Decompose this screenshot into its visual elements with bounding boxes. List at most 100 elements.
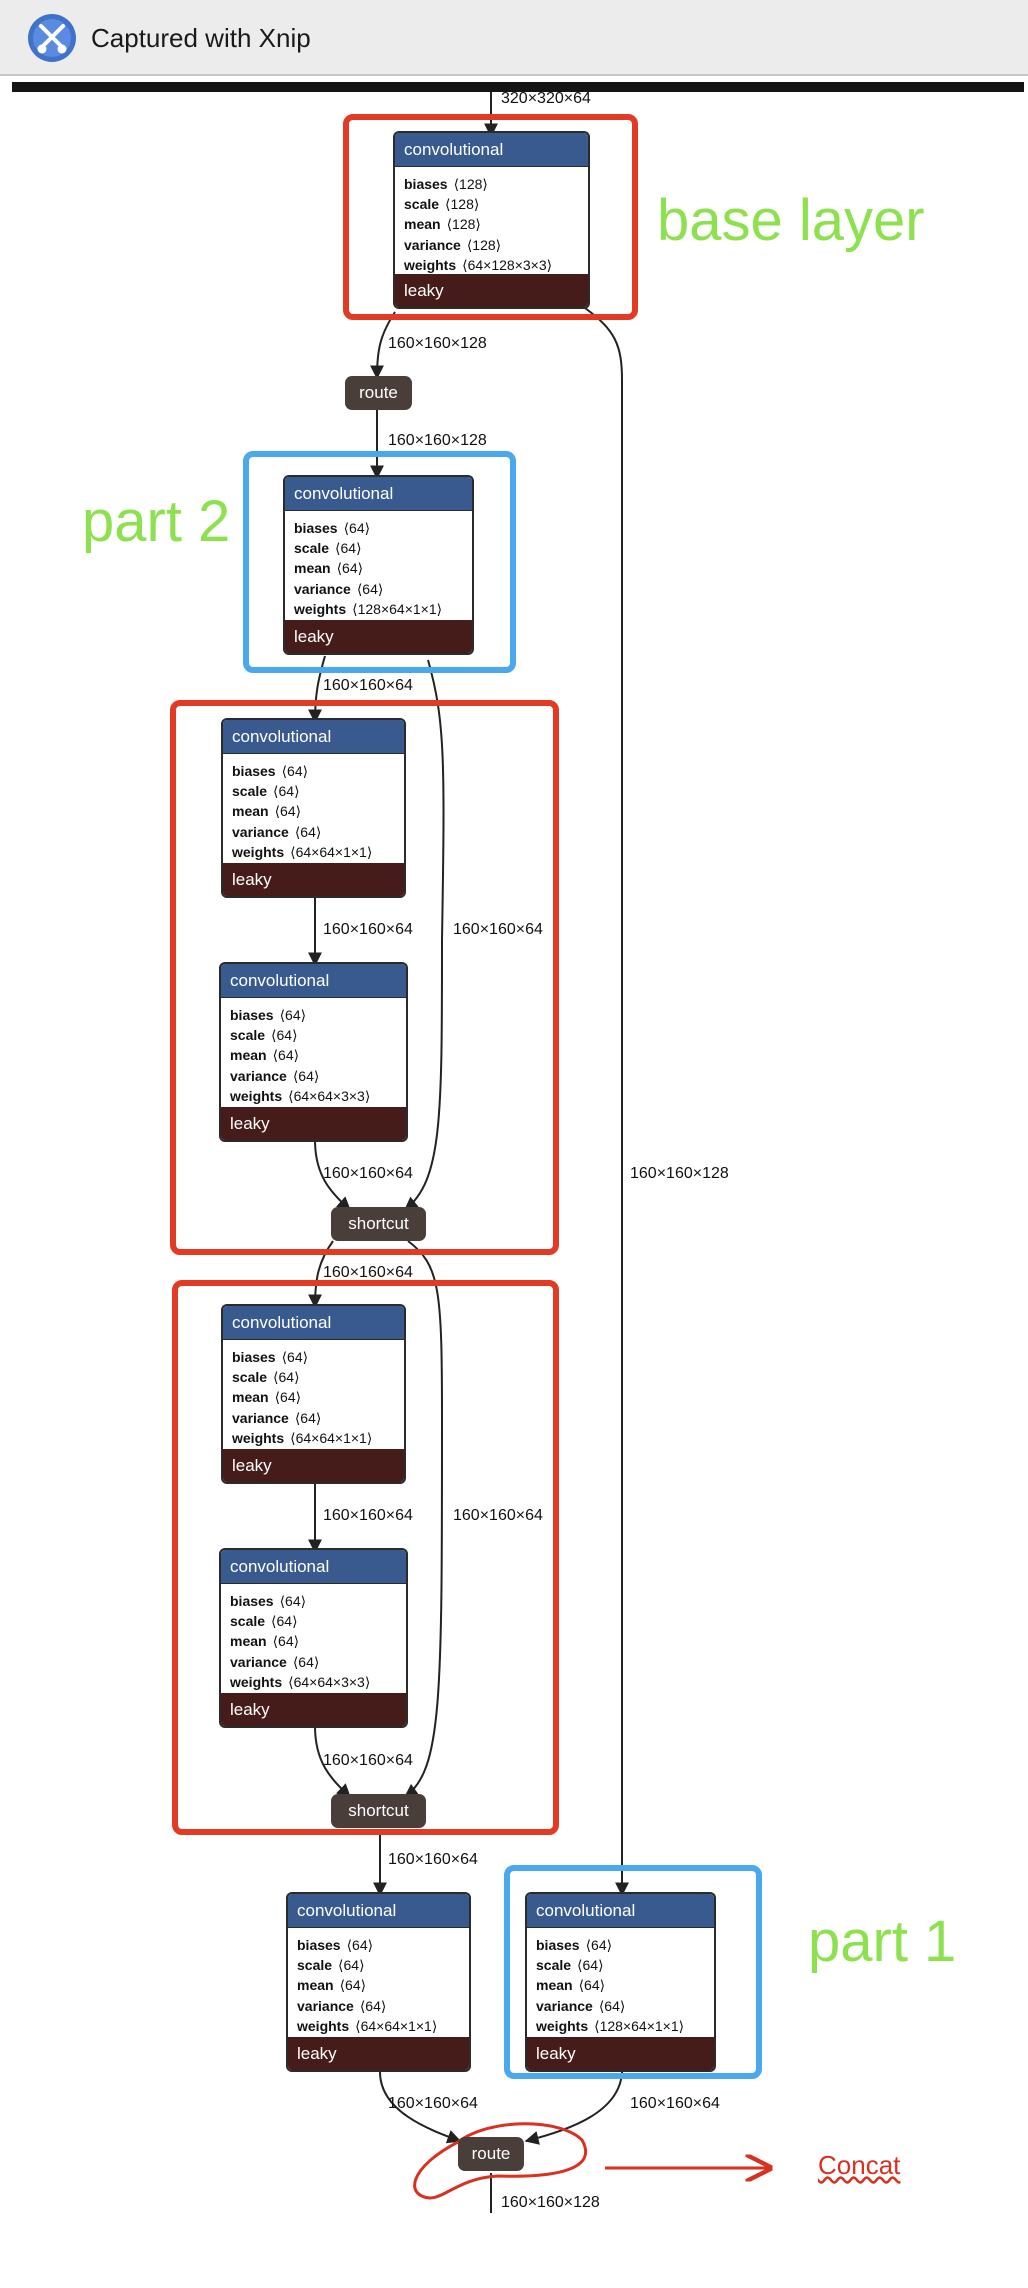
- node-attributes: biases⟨64⟩ scale⟨64⟩ mean⟨64⟩ variance⟨6…: [221, 998, 406, 1106]
- attr-row: scale⟨64⟩: [232, 1369, 300, 1386]
- attr-row: scale⟨64⟩: [294, 540, 362, 557]
- attr-row: variance⟨64⟩: [232, 1409, 322, 1426]
- node-attributes: biases⟨64⟩ scale⟨64⟩ mean⟨64⟩ variance⟨6…: [221, 1584, 406, 1692]
- attr-row: biases⟨64⟩: [230, 1593, 307, 1609]
- node-activation: leaky: [288, 2037, 469, 2070]
- dense-block1-box: [170, 700, 559, 1255]
- concat-annotation: Concat: [818, 2150, 901, 2180]
- edge-label: 160×160×64: [453, 1507, 543, 1524]
- edge-conv6-shortcut2: [314, 1725, 352, 1798]
- node-conv8[interactable]: convolutional biases⟨64⟩ scale⟨64⟩ mean⟨…: [525, 1892, 716, 2072]
- attr-row: biases⟨64⟩: [230, 1007, 307, 1023]
- attr-row: biases⟨64⟩: [232, 763, 309, 779]
- attr-row: scale⟨64⟩: [230, 1613, 298, 1630]
- node-conv2[interactable]: convolutional biases⟨64⟩ scale⟨64⟩ mean⟨…: [283, 475, 474, 655]
- attr-row: scale⟨128⟩: [404, 196, 480, 213]
- attr-row: weights⟨64×64×3×3⟩: [230, 1087, 371, 1104]
- edge-label: 160×160×128: [501, 2194, 600, 2211]
- attr-row: mean⟨64⟩: [294, 560, 364, 577]
- attr-row: scale⟨64⟩: [232, 783, 300, 800]
- edge-label: 160×160×64: [388, 2095, 478, 2112]
- node-type: convolutional: [527, 1894, 714, 1928]
- edge-label: 160×160×64: [323, 1752, 413, 1769]
- edge-label: 160×160×64: [323, 677, 413, 694]
- node-route2[interactable]: route: [458, 2137, 524, 2171]
- edge-conv2-shortcut1: [403, 659, 445, 1211]
- node-activation: leaky: [527, 2037, 714, 2070]
- edge-label: 160×160×64: [323, 1165, 413, 1182]
- title-bar: Captured with Xnip: [0, 0, 1028, 76]
- node-type: convolutional: [285, 477, 472, 511]
- edge-label: 160×160×64: [630, 2095, 720, 2112]
- attr-row: biases⟨64⟩: [294, 520, 371, 536]
- edge-label: 160×160×128: [630, 1165, 729, 1182]
- node-type: convolutional: [223, 1306, 404, 1340]
- attr-row: mean⟨128⟩: [404, 216, 481, 233]
- attr-row: weights⟨128×64×1×1⟩: [294, 600, 443, 617]
- attr-row: biases⟨128⟩: [404, 176, 488, 192]
- node-conv4[interactable]: convolutional biases⟨64⟩ scale⟨64⟩ mean⟨…: [219, 962, 408, 1142]
- node-conv6[interactable]: convolutional biases⟨64⟩ scale⟨64⟩ mean⟨…: [219, 1548, 408, 1728]
- node-route1[interactable]: route: [345, 376, 412, 410]
- edge-conv8-route2: [524, 2071, 623, 2145]
- attr-row: mean⟨64⟩: [230, 1047, 300, 1064]
- edge-label: 160×160×64: [323, 1264, 413, 1281]
- attr-row: variance⟨64⟩: [230, 1067, 320, 1084]
- node-conv5[interactable]: convolutional biases⟨64⟩ scale⟨64⟩ mean⟨…: [221, 1304, 406, 1484]
- edge-label: 160×160×64: [323, 921, 413, 938]
- route-hand-circle: [413, 2122, 588, 2200]
- attr-row: mean⟨64⟩: [536, 1977, 606, 1994]
- attr-row: weights⟨64×128×3×3⟩: [404, 256, 553, 273]
- part2-box: [243, 451, 516, 673]
- attr-row: weights⟨64×64×1×1⟩: [232, 1429, 373, 1446]
- attr-row: weights⟨128×64×1×1⟩: [536, 2017, 685, 2034]
- node-type: convolutional: [223, 720, 404, 754]
- attr-row: variance⟨64⟩: [294, 580, 384, 597]
- node-type: convolutional: [221, 1550, 406, 1584]
- attr-row: scale⟨64⟩: [297, 1957, 365, 1974]
- part1-box: [504, 1865, 762, 2079]
- attr-row: variance⟨64⟩: [297, 1997, 387, 2014]
- node-attributes: biases⟨64⟩ scale⟨64⟩ mean⟨64⟩ variance⟨6…: [223, 754, 404, 862]
- base-layer-annotation: base layer: [657, 188, 925, 253]
- node-activation: leaky: [223, 1449, 404, 1482]
- node-attributes: biases⟨64⟩ scale⟨64⟩ mean⟨64⟩ variance⟨6…: [527, 1928, 714, 2036]
- edge-conv1-conv8: [584, 307, 629, 1897]
- node-conv7[interactable]: convolutional biases⟨64⟩ scale⟨64⟩ mean⟨…: [286, 1892, 471, 2072]
- node-attributes: biases⟨64⟩ scale⟨64⟩ mean⟨64⟩ variance⟨6…: [223, 1340, 404, 1448]
- node-attributes: biases⟨64⟩ scale⟨64⟩ mean⟨64⟩ variance⟨6…: [285, 511, 472, 619]
- node-activation: leaky: [285, 620, 472, 653]
- node-type: convolutional: [395, 133, 588, 167]
- attr-row: variance⟨64⟩: [232, 823, 322, 840]
- node-conv1[interactable]: convolutional biases⟨128⟩ scale⟨128⟩ mea…: [393, 131, 590, 309]
- node-activation: leaky: [221, 1693, 406, 1726]
- part2-annotation: part 2: [82, 489, 231, 554]
- node-conv3[interactable]: convolutional biases⟨64⟩ scale⟨64⟩ mean⟨…: [221, 718, 406, 898]
- window-title: Captured with Xnip: [91, 23, 311, 53]
- attr-row: mean⟨64⟩: [230, 1633, 300, 1650]
- edge-conv7-route2: [379, 2071, 462, 2144]
- edge-label: 160×160×128: [388, 335, 487, 352]
- node-shortcut1[interactable]: shortcut: [331, 1207, 426, 1241]
- part1-annotation: part 1: [808, 1909, 957, 1974]
- attr-row: mean⟨64⟩: [297, 1977, 367, 1994]
- attr-row: scale⟨64⟩: [536, 1957, 604, 1974]
- node-attributes: biases⟨128⟩ scale⟨128⟩ mean⟨128⟩ varianc…: [395, 167, 588, 275]
- edge-conv4-shortcut1: [314, 1139, 352, 1211]
- node-shortcut2[interactable]: shortcut: [331, 1794, 426, 1828]
- node-type: convolutional: [288, 1894, 469, 1928]
- edge-label: 320×320×64: [501, 90, 591, 107]
- attr-row: weights⟨64×64×1×1⟩: [232, 843, 373, 860]
- node-activation: leaky: [221, 1107, 406, 1140]
- node-activation: leaky: [223, 863, 404, 896]
- attr-row: mean⟨64⟩: [232, 803, 302, 820]
- attr-row: variance⟨64⟩: [536, 1997, 626, 2014]
- edge-conv2-conv3: [308, 655, 326, 724]
- base-layer-box: [343, 114, 638, 320]
- dense-block2-box: [172, 1280, 559, 1835]
- top-divider: [12, 82, 1024, 92]
- attr-row: biases⟨64⟩: [232, 1349, 309, 1365]
- edge-label: 160×160×64: [388, 1851, 478, 1868]
- edge-shortcut1-conv5: [308, 1240, 334, 1309]
- attr-row: variance⟨64⟩: [230, 1653, 320, 1670]
